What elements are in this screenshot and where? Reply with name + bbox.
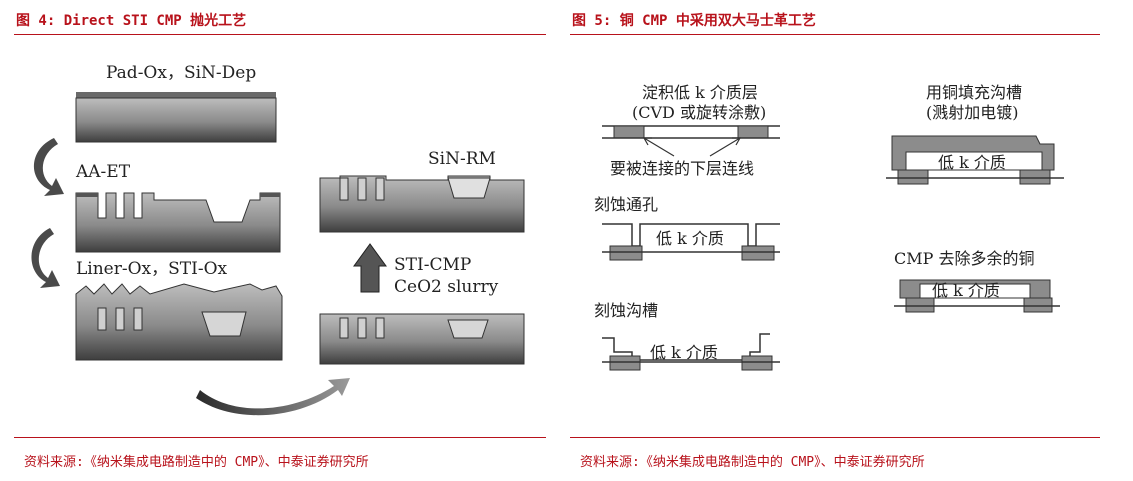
pointer-arrow-icon [642,137,675,157]
label-pad-ox: Pad-Ox，SiN-Dep [106,63,256,83]
figure-4-source: 资料来源:《纳米集成电路制造中的 CMP》、中泰证券研究所 [24,455,369,470]
figure-5-diagram: 淀积低 k 介质层 (CVD 或旋转涂敷) 要被连接的下层连线 刻蚀通孔 低 k… [594,83,1064,371]
stack-copper-fill [886,135,1064,185]
label-aa-et: AA-ET [75,162,131,182]
wafer-sti-oxide [319,313,525,365]
figure-4-title: 图 4: Direct STI CMP 抛光工艺 [16,13,247,29]
label-cu-fill-line1: 用铜填充沟槽 [926,83,1022,102]
stack-via-etch [602,223,780,261]
label-low-k-3: 低 k 介质 [938,153,1006,172]
label-low-k-2: 低 k 介质 [650,343,718,362]
stack-trench-etch [602,333,780,371]
wafer-liner-ox [75,283,283,361]
up-arrow-icon [353,243,387,293]
figure-5-top-rule [570,34,1100,35]
label-deposit-line2: (CVD 或旋转涂敷) [632,103,766,122]
label-trench-etch: 刻蚀沟槽 [594,301,658,320]
figure-4-panel: 图 4: Direct STI CMP 抛光工艺 Pad-Ox，SiN-Dep … [14,0,546,481]
label-cmp-remove: CMP 去除多余的铜 [894,249,1034,268]
pointer-arrow-icon [709,137,742,157]
label-sin-rm: SiN-RM [428,149,496,169]
figure-5-title: 图 5: 铜 CMP 中采用双大马士革工艺 [572,13,816,29]
curved-arrow-icon [196,378,350,416]
stack-deposit [602,125,780,139]
figure-5-panel: 图 5: 铜 CMP 中采用双大马士革工艺 淀积低 k 介质层 (CVD 或旋转… [570,0,1100,481]
stack-cmp [894,279,1060,313]
figure-5-bottom-rule [570,437,1100,438]
figure-5-source: 资料来源:《纳米集成电路制造中的 CMP》、中泰证券研究所 [580,455,925,470]
label-sti-cmp: STI-CMP [394,255,471,275]
wafer-aa-et [75,192,281,253]
label-low-k-4: 低 k 介质 [932,281,1000,300]
label-low-k-1: 低 k 介质 [656,229,724,248]
label-lower-lines: 要被连接的下层连线 [610,159,754,178]
figure-4-bottom-rule [14,437,546,438]
curved-arrow-icon [31,228,60,288]
label-deposit-line1: 淀积低 k 介质层 [642,83,758,102]
label-ceo2-slurry: CeO2 slurry [394,277,499,297]
label-cu-fill-line2: (溅射加电镀) [926,103,1019,122]
figure-4-top-rule [14,34,546,35]
figure-4-diagram: Pad-Ox，SiN-Dep AA-ET Liner-Ox，STI-Ox [31,63,525,416]
curved-arrow-icon [33,138,64,196]
wafer-pad-ox [75,92,277,143]
label-via-etch: 刻蚀通孔 [594,195,658,214]
wafer-sin-rm [319,175,525,233]
label-liner-ox: Liner-Ox，STI-Ox [76,259,228,279]
